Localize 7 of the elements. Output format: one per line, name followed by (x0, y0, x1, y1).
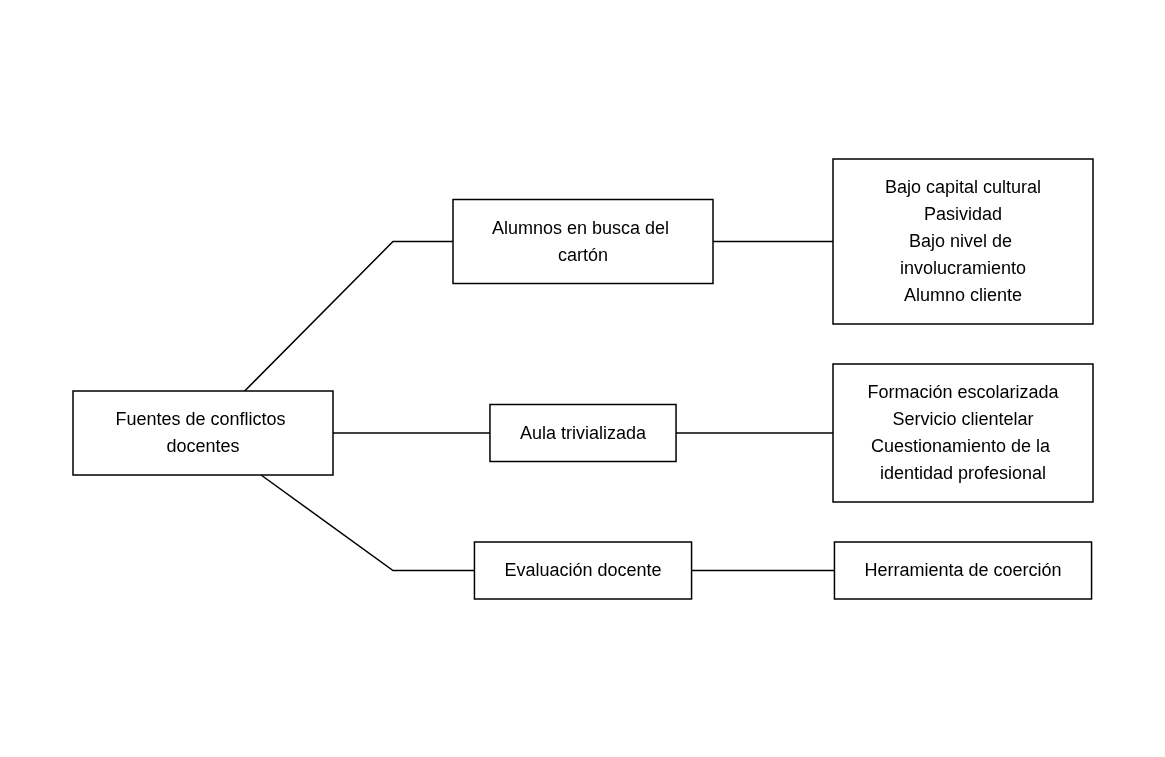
node-box: Herramienta de coerción (833, 540, 1092, 600)
node-box: Formación escolarizada Servicio clientelar Cuestionamiento de la identidad profesional (831, 362, 1094, 503)
node-box: Alumnos en busca del cartón (451, 198, 714, 284)
node-box: Fuentes de conflictos docentes (71, 389, 334, 476)
node-box: Aula trivializada (488, 403, 677, 462)
node-box: Evaluación docente (473, 540, 692, 600)
node-box: Bajo capital cultural Pasividad Bajo nivel de involucramiento Alumno cliente (831, 157, 1094, 325)
